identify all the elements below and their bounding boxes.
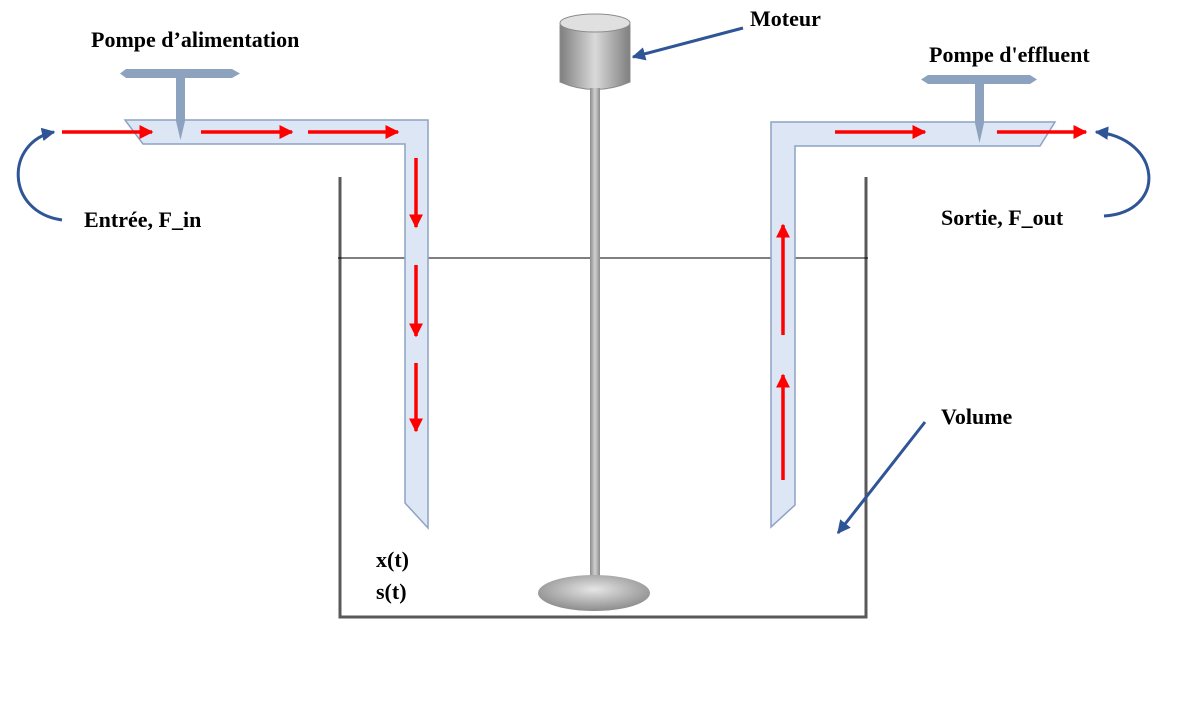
outlet-label: Sortie, F_out <box>941 205 1064 230</box>
motor-icon <box>559 13 631 90</box>
feed-pump-icon <box>120 69 240 140</box>
effluent-pump-icon <box>921 75 1037 143</box>
volume-pointer-arrow <box>836 421 927 535</box>
effluent-flow-arrows <box>776 125 1088 480</box>
motor-label: Moteur <box>750 6 821 31</box>
effluent-pump-label: Pompe d'effluent <box>929 42 1090 67</box>
feed-flow-arrows <box>62 125 423 433</box>
agitator-shaft-icon <box>590 88 600 580</box>
inlet-label: Entrée, F_in <box>84 207 201 232</box>
feed-pump-label: Pompe d’alimentation <box>91 27 299 52</box>
volume-label: Volume <box>941 404 1013 429</box>
impeller-icon <box>538 575 650 611</box>
feed-pipe <box>123 119 429 530</box>
substrate-label: s(t) <box>376 579 407 604</box>
effluent-pipe <box>770 121 1057 529</box>
inlet-curved-arrow <box>16 127 63 222</box>
outlet-curved-arrow <box>1094 126 1151 218</box>
tank-walls <box>338 177 868 619</box>
motor-pointer-arrow <box>631 26 744 61</box>
biomass-label: x(t) <box>376 547 409 572</box>
